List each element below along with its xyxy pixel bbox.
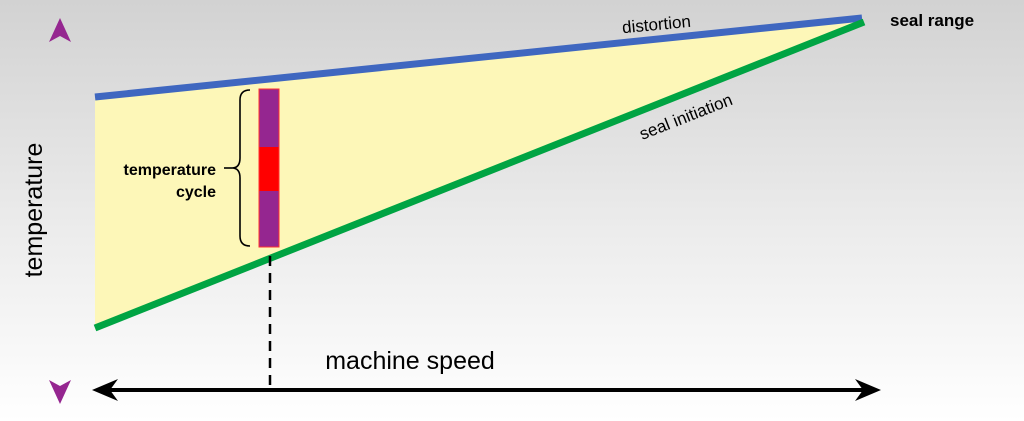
temperature-cycle-bar: [258, 88, 280, 248]
temperature-cycle-label-line2: cycle: [176, 184, 216, 201]
temperature-axis-label: temperature: [20, 143, 48, 278]
machine-speed-axis-arrow: [92, 379, 881, 401]
seal-range-label: seal range: [890, 11, 974, 30]
machine-speed-label: machine speed: [325, 347, 495, 375]
seal-initiation-line: [93, 18, 866, 332]
distortion-line: [94, 14, 863, 101]
temperature-axis-arrow: [49, 18, 71, 404]
temperature-cycle-label-line1: temperature: [124, 162, 217, 179]
